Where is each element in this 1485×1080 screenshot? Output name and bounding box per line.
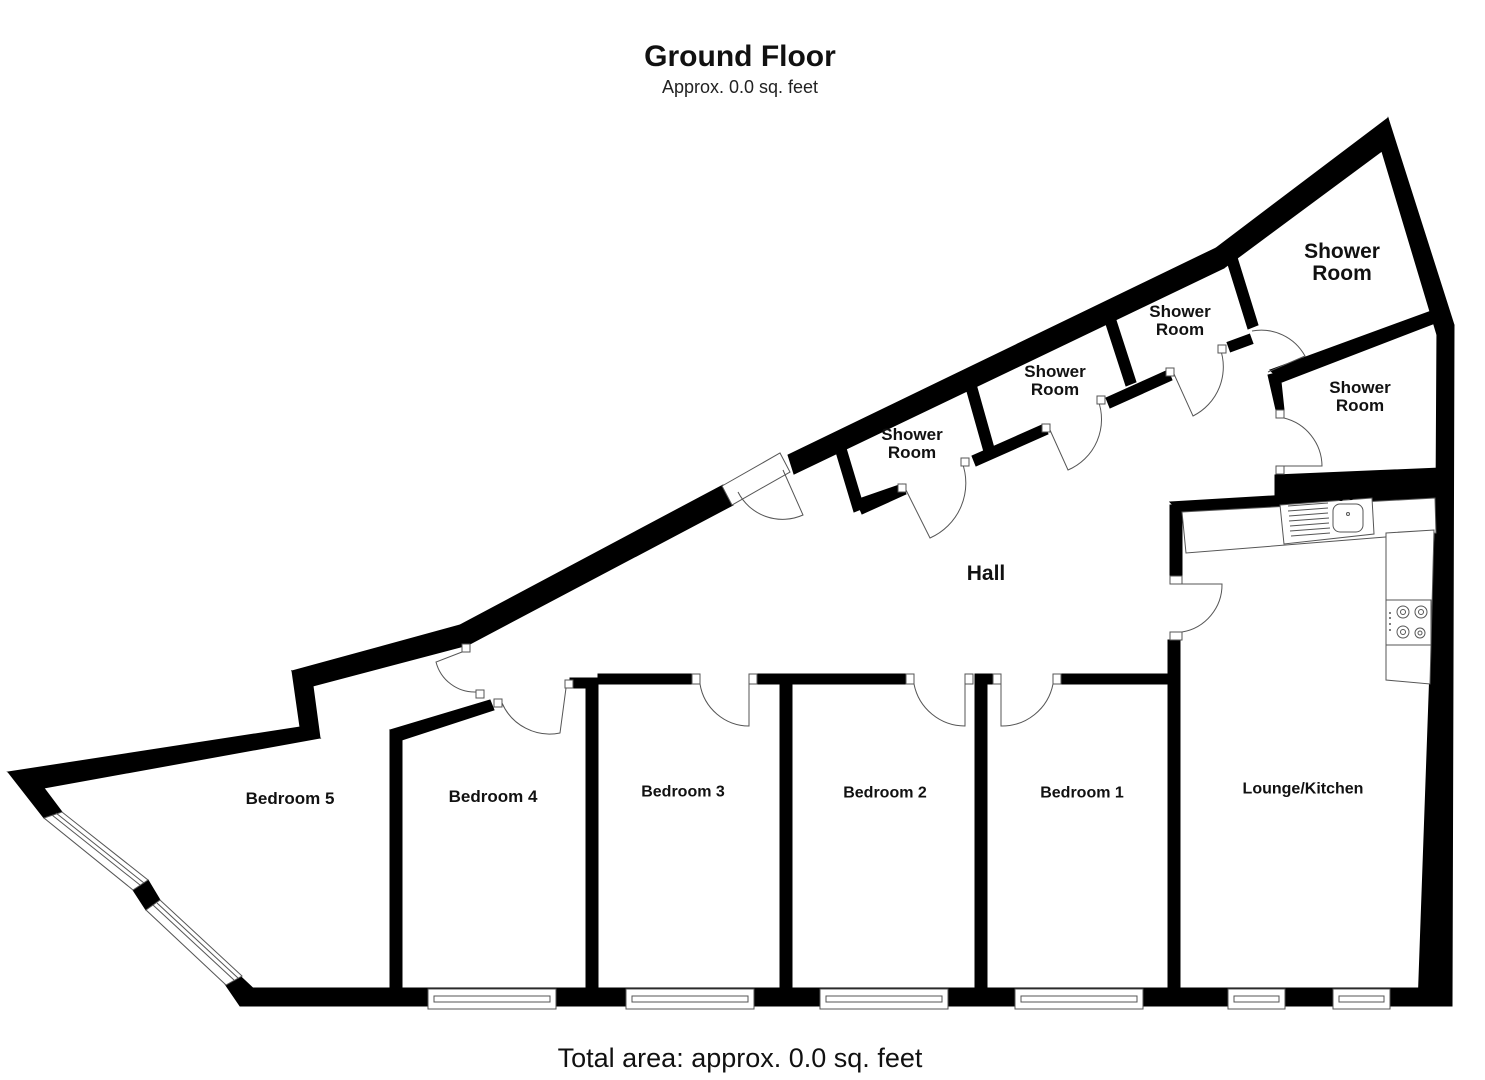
bedroom-5-windows xyxy=(42,811,243,986)
room-label-bedroom-5: Bedroom 5 xyxy=(245,789,335,809)
kitchen-fixtures xyxy=(1181,496,1437,685)
doors xyxy=(435,329,1323,735)
room-label-shower-room-1: Shower Room xyxy=(881,425,943,462)
floor-title: Ground Floor xyxy=(644,40,836,73)
room-label-shower-room-3: Shower Room xyxy=(1149,302,1211,339)
room-label-bedroom-2: Bedroom 2 xyxy=(843,784,927,802)
total-area-label: Total area: approx. 0.0 sq. feet xyxy=(557,1043,923,1073)
room-label-shower-room-5: Shower Room xyxy=(1329,378,1391,415)
room-label-shower-room-4: Shower Room xyxy=(1304,239,1380,285)
bottom-windows xyxy=(427,988,1391,1010)
room-label-lounge-kitchen: Lounge/Kitchen xyxy=(1242,780,1364,798)
room-label-hall: Hall xyxy=(966,561,1006,585)
outer-walls xyxy=(6,116,1455,1007)
room-label-bedroom-1: Bedroom 1 xyxy=(1040,784,1124,802)
internal-walls xyxy=(388,253,1441,991)
room-label-shower-room-2: Shower Room xyxy=(1024,362,1086,399)
floor-area-subtitle: Approx. 0.0 sq. feet xyxy=(661,77,819,97)
room-label-bedroom-4: Bedroom 4 xyxy=(448,787,538,807)
room-label-bedroom-3: Bedroom 3 xyxy=(641,783,725,801)
